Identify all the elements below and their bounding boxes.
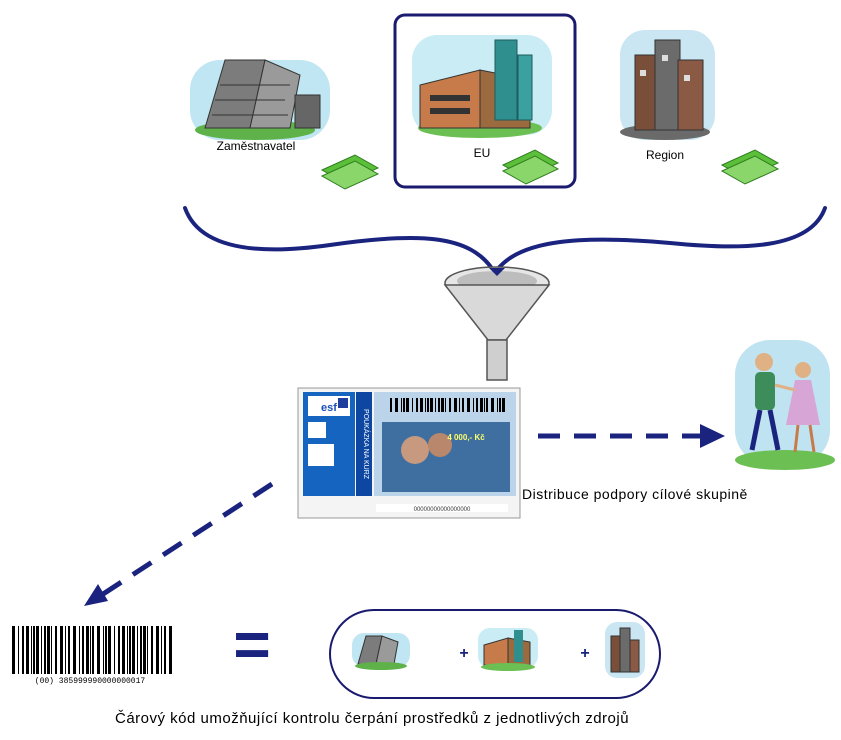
eu-highlight-frame: [393, 13, 577, 189]
voucher-barcode-text: 00000000000000000: [414, 507, 471, 513]
voucher-vertical-text: POUKÁZKA NA KURZ: [362, 409, 371, 480]
voucher-logo-text: esf: [321, 402, 337, 414]
source-label-employer: Zaměstnavatel: [217, 139, 296, 153]
barcode-arrow: [84, 481, 274, 606]
plus-symbol: +: [580, 645, 589, 662]
voucher-barcode: [390, 398, 505, 412]
distribution-arrow: [538, 424, 725, 448]
plus-symbol: +: [459, 645, 468, 662]
source-label-region: Region: [646, 148, 684, 162]
funding-flow-lines: [183, 206, 827, 272]
employer-building-small-icon: [352, 633, 410, 670]
source-label-eu: EU: [474, 146, 491, 160]
employer-building-icon: [190, 59, 330, 140]
barcode-icon: [12, 626, 172, 674]
city-buildings-small-icon: [605, 622, 645, 678]
eu-building-icon: [412, 35, 552, 138]
money-icon: [720, 149, 780, 185]
equals-symbol: =: [233, 608, 270, 680]
distribution-label: Distribuce podpory cílové skupině: [522, 486, 748, 502]
eu-building-small-icon: [478, 628, 538, 671]
money-icon: [320, 154, 380, 190]
barcode-number: (00) 385999990000000017: [35, 677, 146, 686]
funnel-icon: [443, 266, 551, 381]
city-buildings-icon: [620, 30, 715, 140]
combined-sources-frame: [329, 609, 661, 699]
voucher-amount: 4 000,- Kč: [447, 433, 485, 442]
target-group-people-icon: [735, 340, 835, 470]
bottom-caption: Čárový kód umožňující kontrolu čerpání p…: [115, 710, 630, 727]
money-icon: [501, 149, 560, 185]
